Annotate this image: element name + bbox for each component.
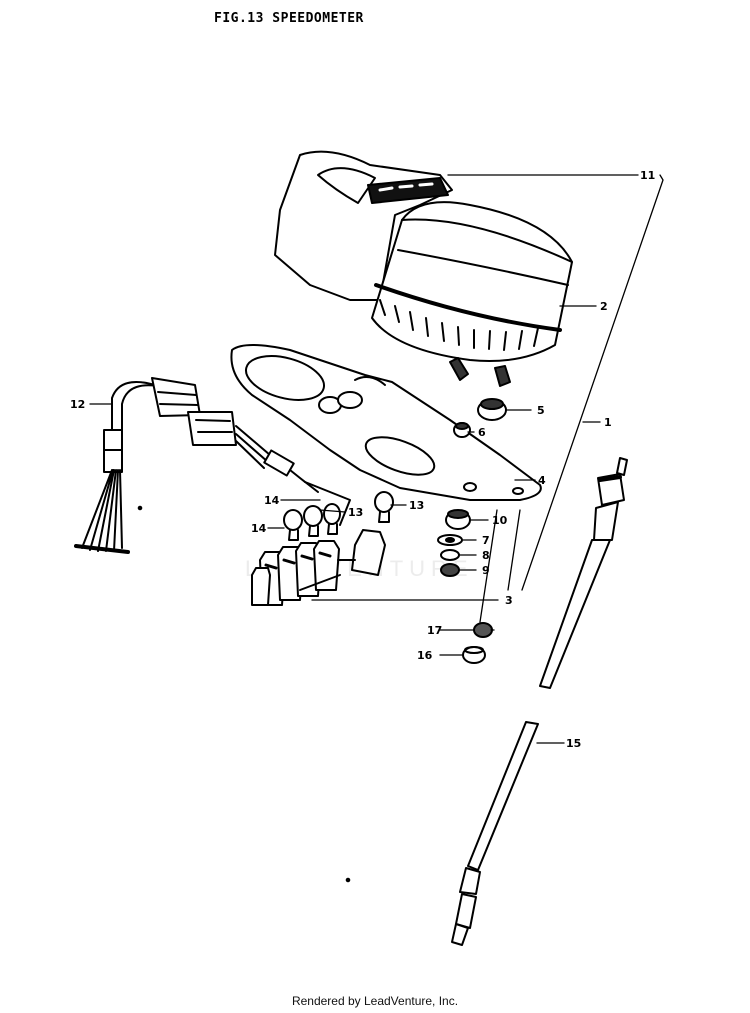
washer-17	[473, 622, 493, 638]
callout-14a: 14	[264, 494, 280, 507]
callout-3: 3	[505, 594, 513, 607]
callout-16: 16	[417, 649, 433, 662]
callout-1: 1	[604, 416, 612, 429]
callout-2: 2	[600, 300, 608, 313]
callout-14b: 14	[251, 522, 267, 535]
wire-harness	[74, 377, 351, 554]
callout-12: 12	[70, 398, 85, 411]
callout-15: 15	[566, 737, 581, 750]
callout-9: 9	[482, 564, 490, 577]
callout-13b: 13	[409, 499, 424, 512]
meter-housing	[274, 150, 453, 301]
figure-title: FIG.13 SPEEDOMETER	[214, 11, 364, 26]
callout-10: 10	[492, 514, 508, 527]
speedometer-body	[371, 201, 573, 387]
speedometer-cable-upper	[539, 457, 628, 689]
washer-8	[440, 549, 460, 561]
callout-5: 5	[537, 404, 545, 417]
nut-9	[440, 563, 460, 577]
callout-6: 6	[478, 426, 486, 439]
bulbs-and-sockets	[251, 491, 394, 606]
speedometer-cable-lower	[451, 721, 539, 946]
callout-17: 17	[427, 624, 442, 637]
leader-lines	[89, 174, 664, 744]
callout-13a: 13	[348, 506, 363, 519]
callout-7: 7	[482, 534, 490, 547]
callout-4: 4	[538, 474, 546, 487]
callout-8: 8	[482, 549, 490, 562]
callout-11: 11	[640, 169, 655, 182]
footer-credit: Rendered by LeadVenture, Inc.	[291, 994, 459, 1008]
mounting-plate	[230, 344, 542, 501]
